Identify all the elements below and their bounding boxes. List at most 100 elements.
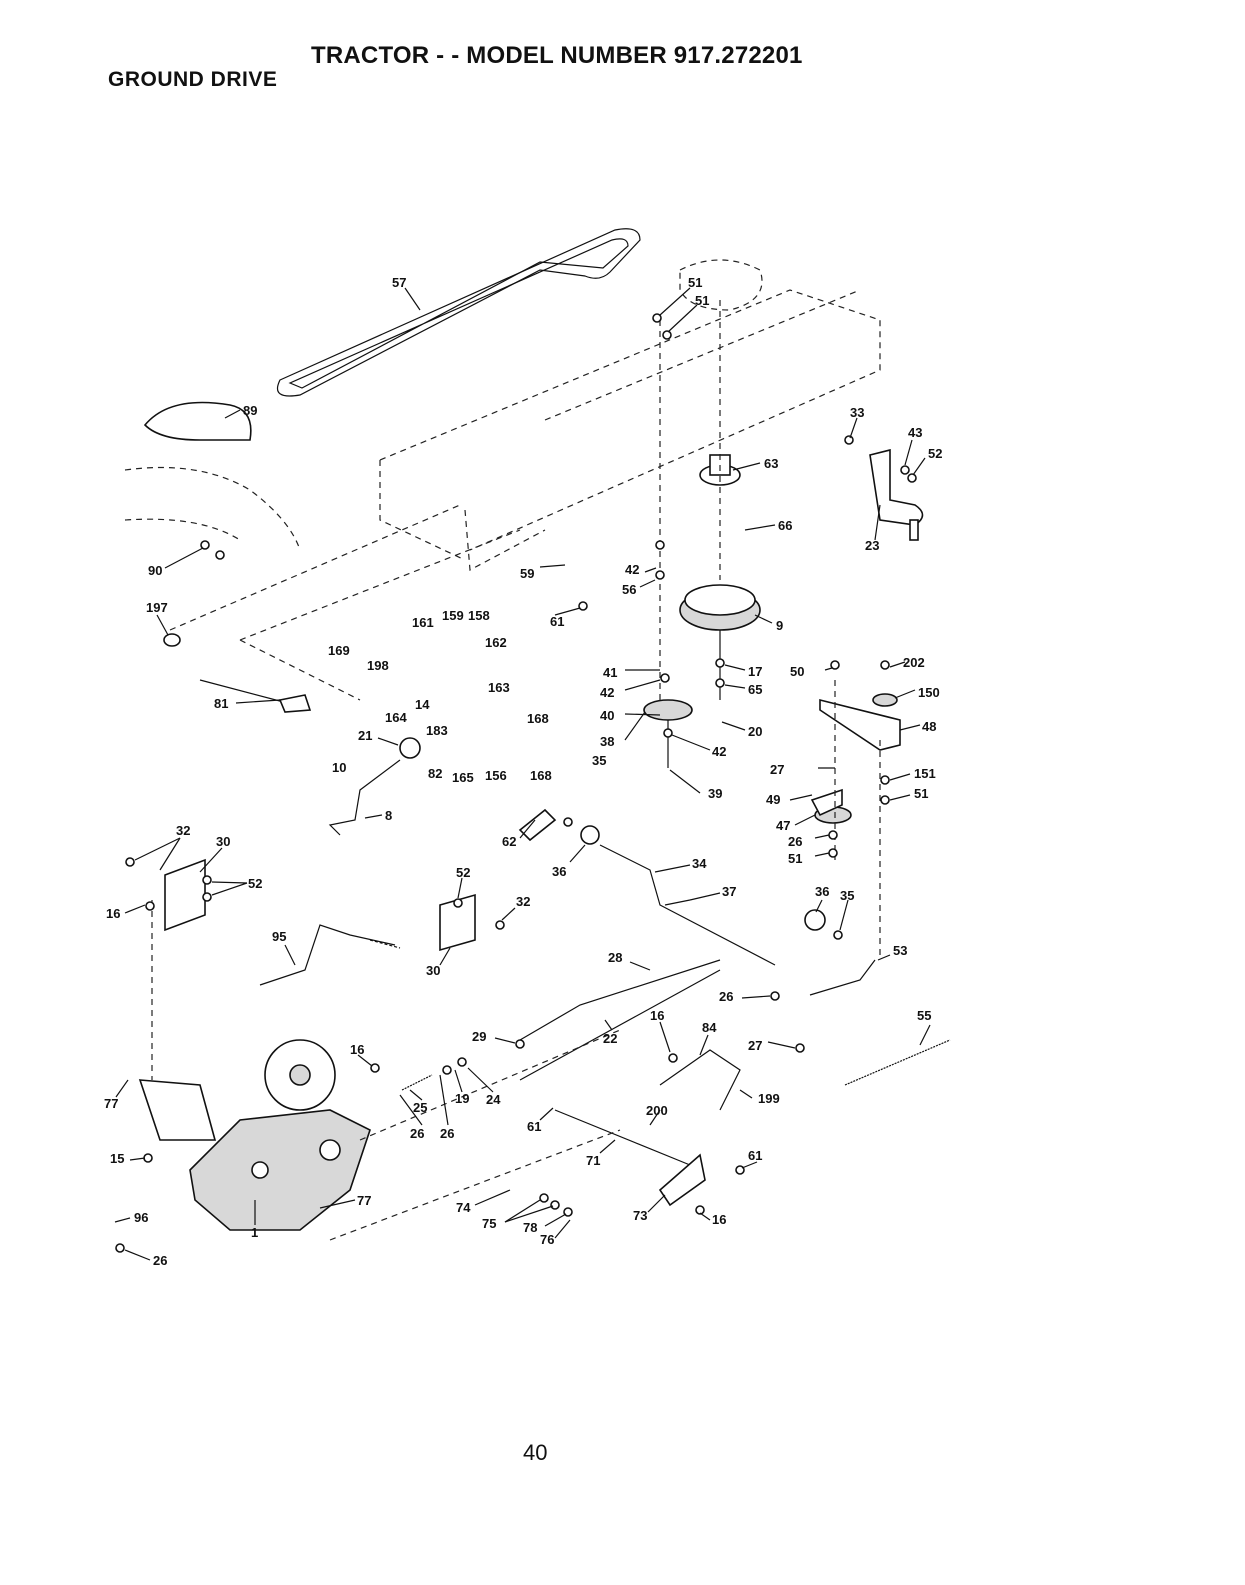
section-title: GROUND DRIVE (108, 68, 278, 91)
callout: 8 (385, 808, 392, 823)
callout: 28 (608, 950, 622, 965)
callout: 51 (695, 293, 709, 308)
transaxle (138, 1039, 371, 1231)
callout: 75 (482, 1216, 496, 1231)
callout: 151 (914, 766, 936, 781)
callout: 36 (815, 884, 829, 899)
callout: 30 (216, 834, 230, 849)
callout: 29 (472, 1029, 486, 1044)
callout: 22 (603, 1031, 617, 1046)
callout: 43 (908, 425, 922, 440)
callout: 66 (778, 518, 792, 533)
callout: 16 (106, 906, 120, 921)
callout: 34 (692, 856, 707, 871)
bracket-30-left (164, 858, 206, 932)
callout: 159 (442, 608, 464, 623)
bracket-30-center (439, 893, 476, 952)
callout: 26 (788, 834, 802, 849)
callout: 202 (903, 655, 925, 670)
bracket-23 (869, 448, 924, 526)
callout: 48 (922, 719, 936, 734)
leader-lines (114, 287, 931, 1261)
callout: 32 (516, 894, 530, 909)
fasteners (115, 313, 917, 1253)
callout: 26 (153, 1253, 167, 1268)
callout: 158 (468, 608, 490, 623)
callout: 14 (415, 697, 430, 712)
spring-25 (401, 1074, 433, 1091)
callout: 169 (328, 643, 350, 658)
callout: 35 (592, 753, 606, 768)
callout: 50 (790, 664, 804, 679)
callout: 20 (748, 724, 762, 739)
callout: 82 (428, 766, 442, 781)
callout: 15 (110, 1151, 124, 1166)
callout: 51 (688, 275, 702, 290)
callout: 197 (146, 600, 168, 615)
callout: 183 (426, 723, 448, 738)
callout: 42 (600, 685, 614, 700)
callout: 77 (357, 1193, 371, 1208)
callout: 49 (766, 792, 780, 807)
callout: 74 (456, 1200, 471, 1215)
callout: 55 (917, 1008, 931, 1023)
rod-71 (554, 1109, 691, 1166)
callout: 32 (176, 823, 190, 838)
callout: 23 (865, 538, 879, 553)
callout: 33 (850, 405, 864, 420)
callout: 76 (540, 1232, 554, 1247)
callout: 16 (650, 1008, 664, 1023)
callout: 42 (625, 562, 639, 577)
callout: 26 (719, 989, 733, 1004)
callout: 84 (702, 1020, 717, 1035)
callout: 90 (148, 563, 162, 578)
callout: 19 (455, 1091, 469, 1106)
callout: 96 (134, 1210, 148, 1225)
idler-bracket-48 (819, 698, 901, 751)
callout: 162 (485, 635, 507, 650)
callout: 47 (776, 818, 790, 833)
callout: 164 (385, 710, 407, 725)
callout: 63 (764, 456, 778, 471)
callout: 27 (748, 1038, 762, 1053)
pulley-38 (643, 699, 693, 721)
callout: 56 (622, 582, 636, 597)
callout: 17 (748, 664, 762, 679)
callout: 199 (758, 1091, 780, 1106)
callout: 27 (770, 762, 784, 777)
callout: 51 (914, 786, 928, 801)
callout: 78 (523, 1220, 537, 1235)
callout: 52 (248, 876, 262, 891)
callout: 1 (251, 1225, 258, 1240)
callout: 38 (600, 734, 614, 749)
callout: 73 (633, 1208, 647, 1223)
callout: 52 (928, 446, 942, 461)
rod-37 (664, 899, 691, 906)
callout: 16 (350, 1042, 364, 1057)
callout: 61 (748, 1148, 762, 1163)
callout: 52 (456, 865, 470, 880)
callout: 39 (708, 786, 722, 801)
callout: 161 (412, 615, 434, 630)
rod-28 (519, 959, 721, 1041)
callout: 89 (243, 403, 257, 418)
callout: 81 (214, 696, 228, 711)
drive-belt (276, 228, 641, 397)
callout: 200 (646, 1103, 668, 1118)
callout: 165 (452, 770, 474, 785)
page-number: 40 (523, 1440, 548, 1465)
rod-22 (519, 969, 721, 1081)
callout: 10 (332, 760, 346, 775)
callout: 21 (358, 728, 372, 743)
callout: 156 (485, 768, 507, 783)
callout: 95 (272, 929, 286, 944)
callout: 41 (603, 665, 617, 680)
callout: 71 (586, 1153, 600, 1168)
callout: 26 (410, 1126, 424, 1141)
callout: 9 (776, 618, 783, 633)
shift-console (143, 401, 252, 441)
callout: 37 (722, 884, 736, 899)
callout: 16 (712, 1212, 726, 1227)
callout: 25 (413, 1100, 427, 1115)
